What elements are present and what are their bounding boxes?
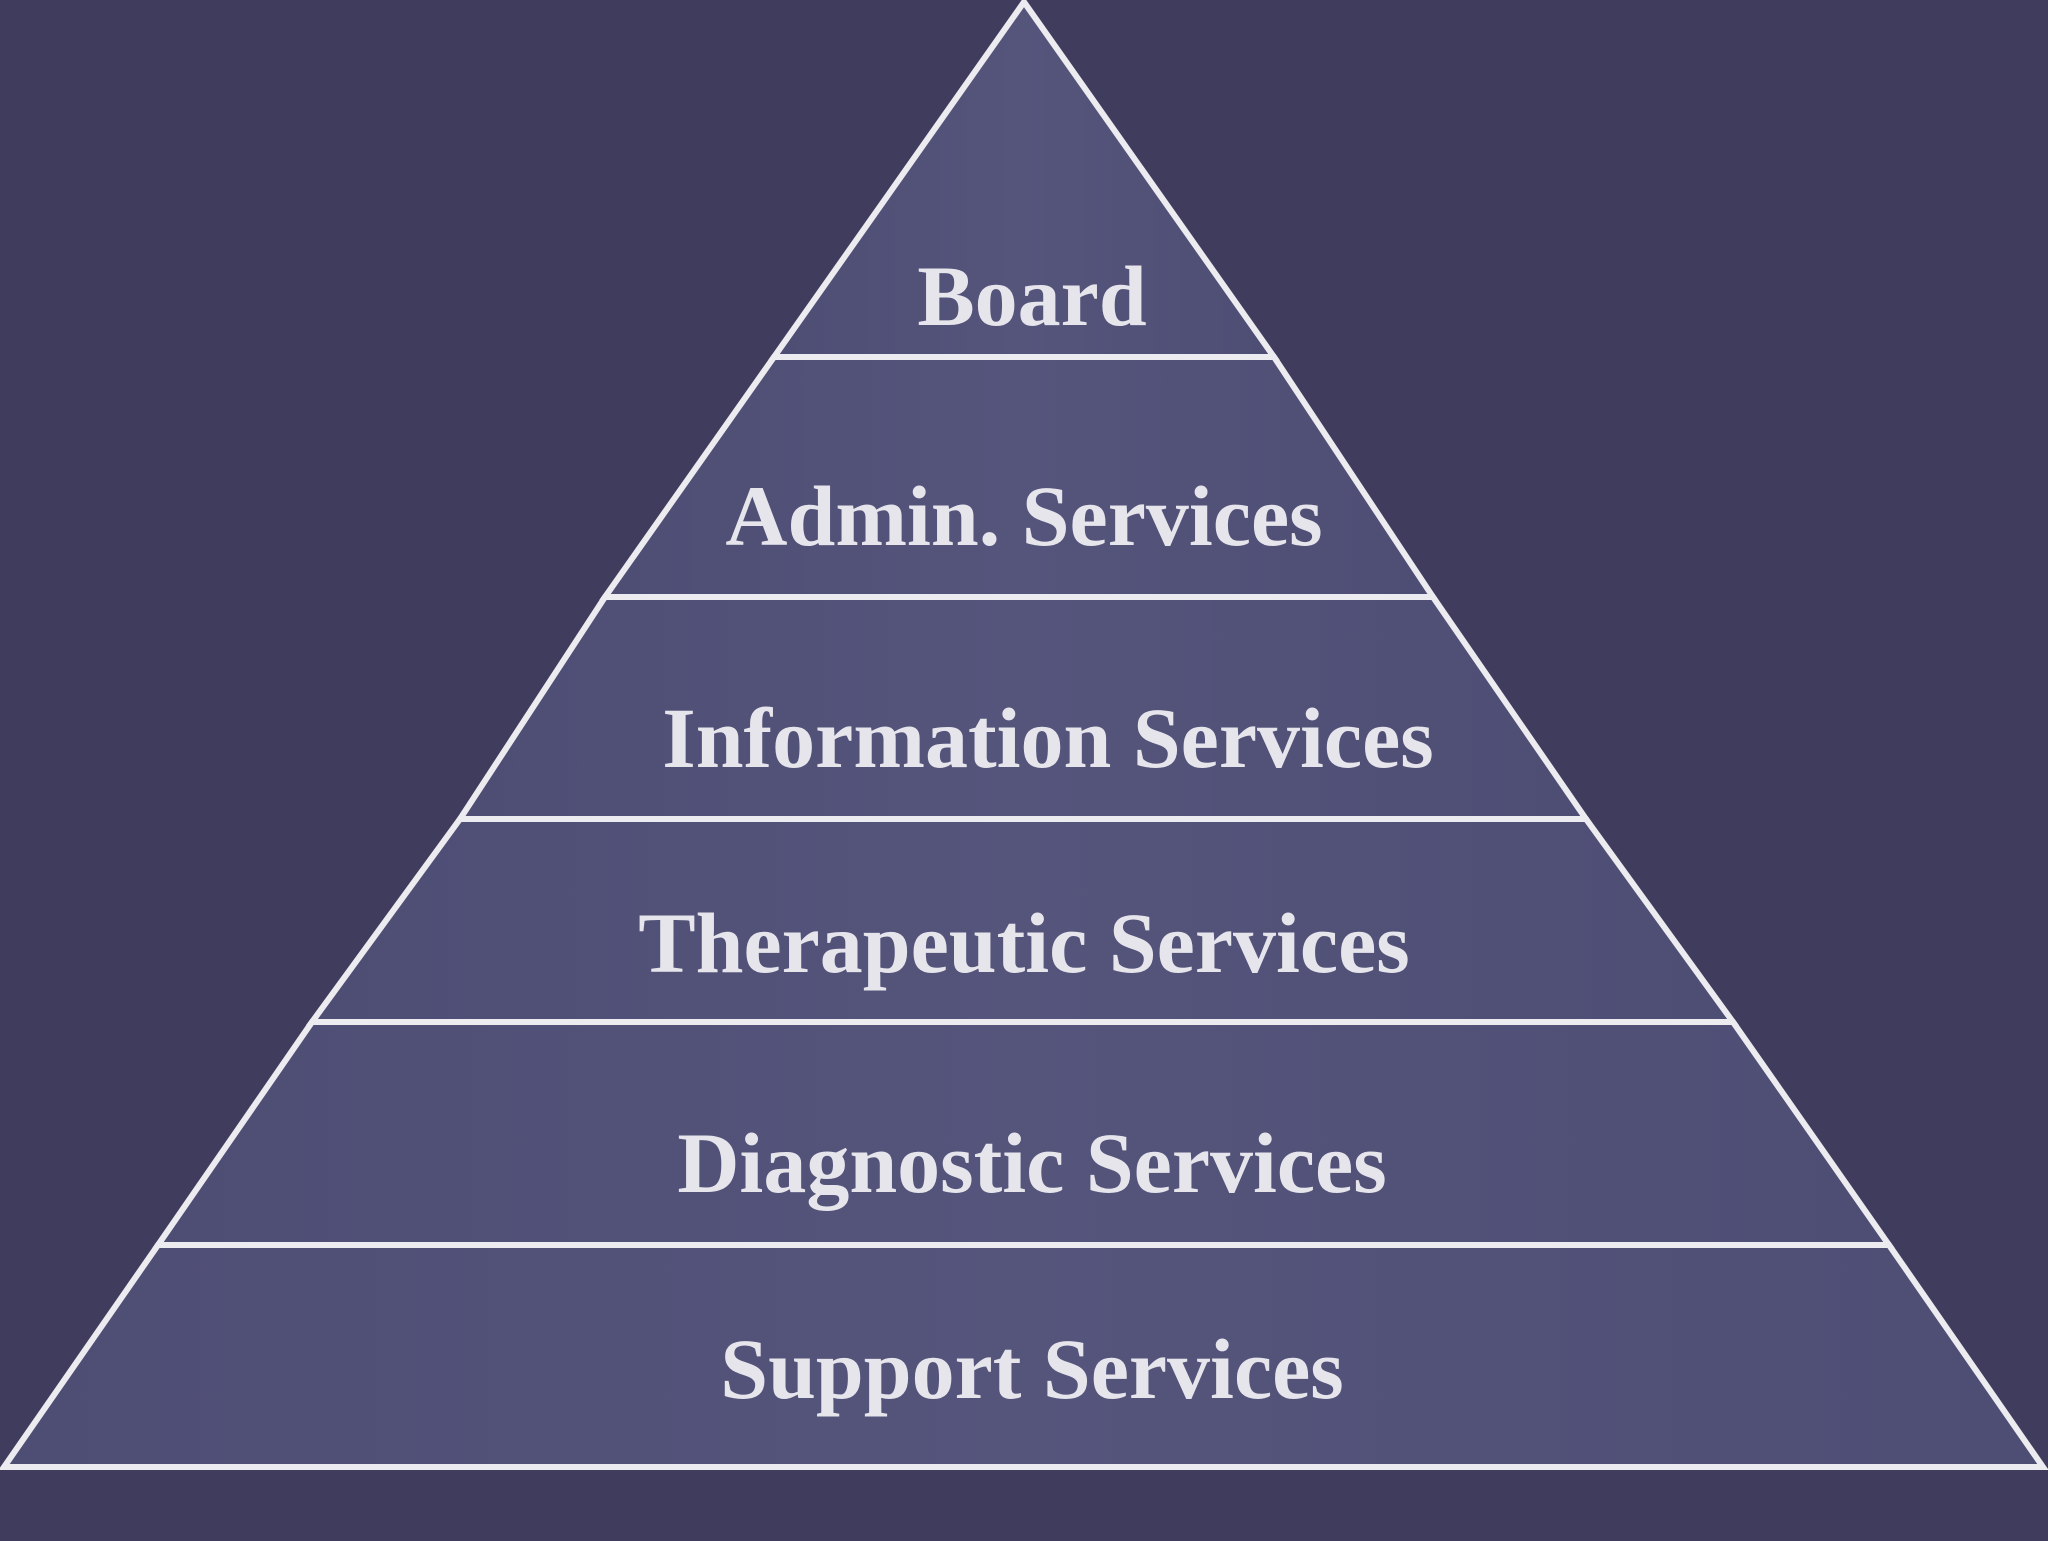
tier-information-services: Information Services [454, 594, 1592, 822]
tier-diagnostic-services: Diagnostic Services [152, 1019, 1895, 1248]
tier-board-label: Board [917, 248, 1146, 344]
tier-therapeutic-services: Therapeutic Services [306, 816, 1739, 1025]
tier-diagnostic-services-label: Diagnostic Services [677, 1115, 1386, 1211]
tier-admin-services-label: Admin. Services [725, 468, 1322, 564]
tier-information-services-label: Information Services [662, 690, 1433, 786]
tier-support-services: Support Services [0, 1242, 2048, 1470]
tier-support-services-label: Support Services [720, 1321, 1344, 1417]
tier-therapeutic-services-label: Therapeutic Services [638, 895, 1409, 991]
tier-support-services-shape [0, 1242, 2048, 1470]
